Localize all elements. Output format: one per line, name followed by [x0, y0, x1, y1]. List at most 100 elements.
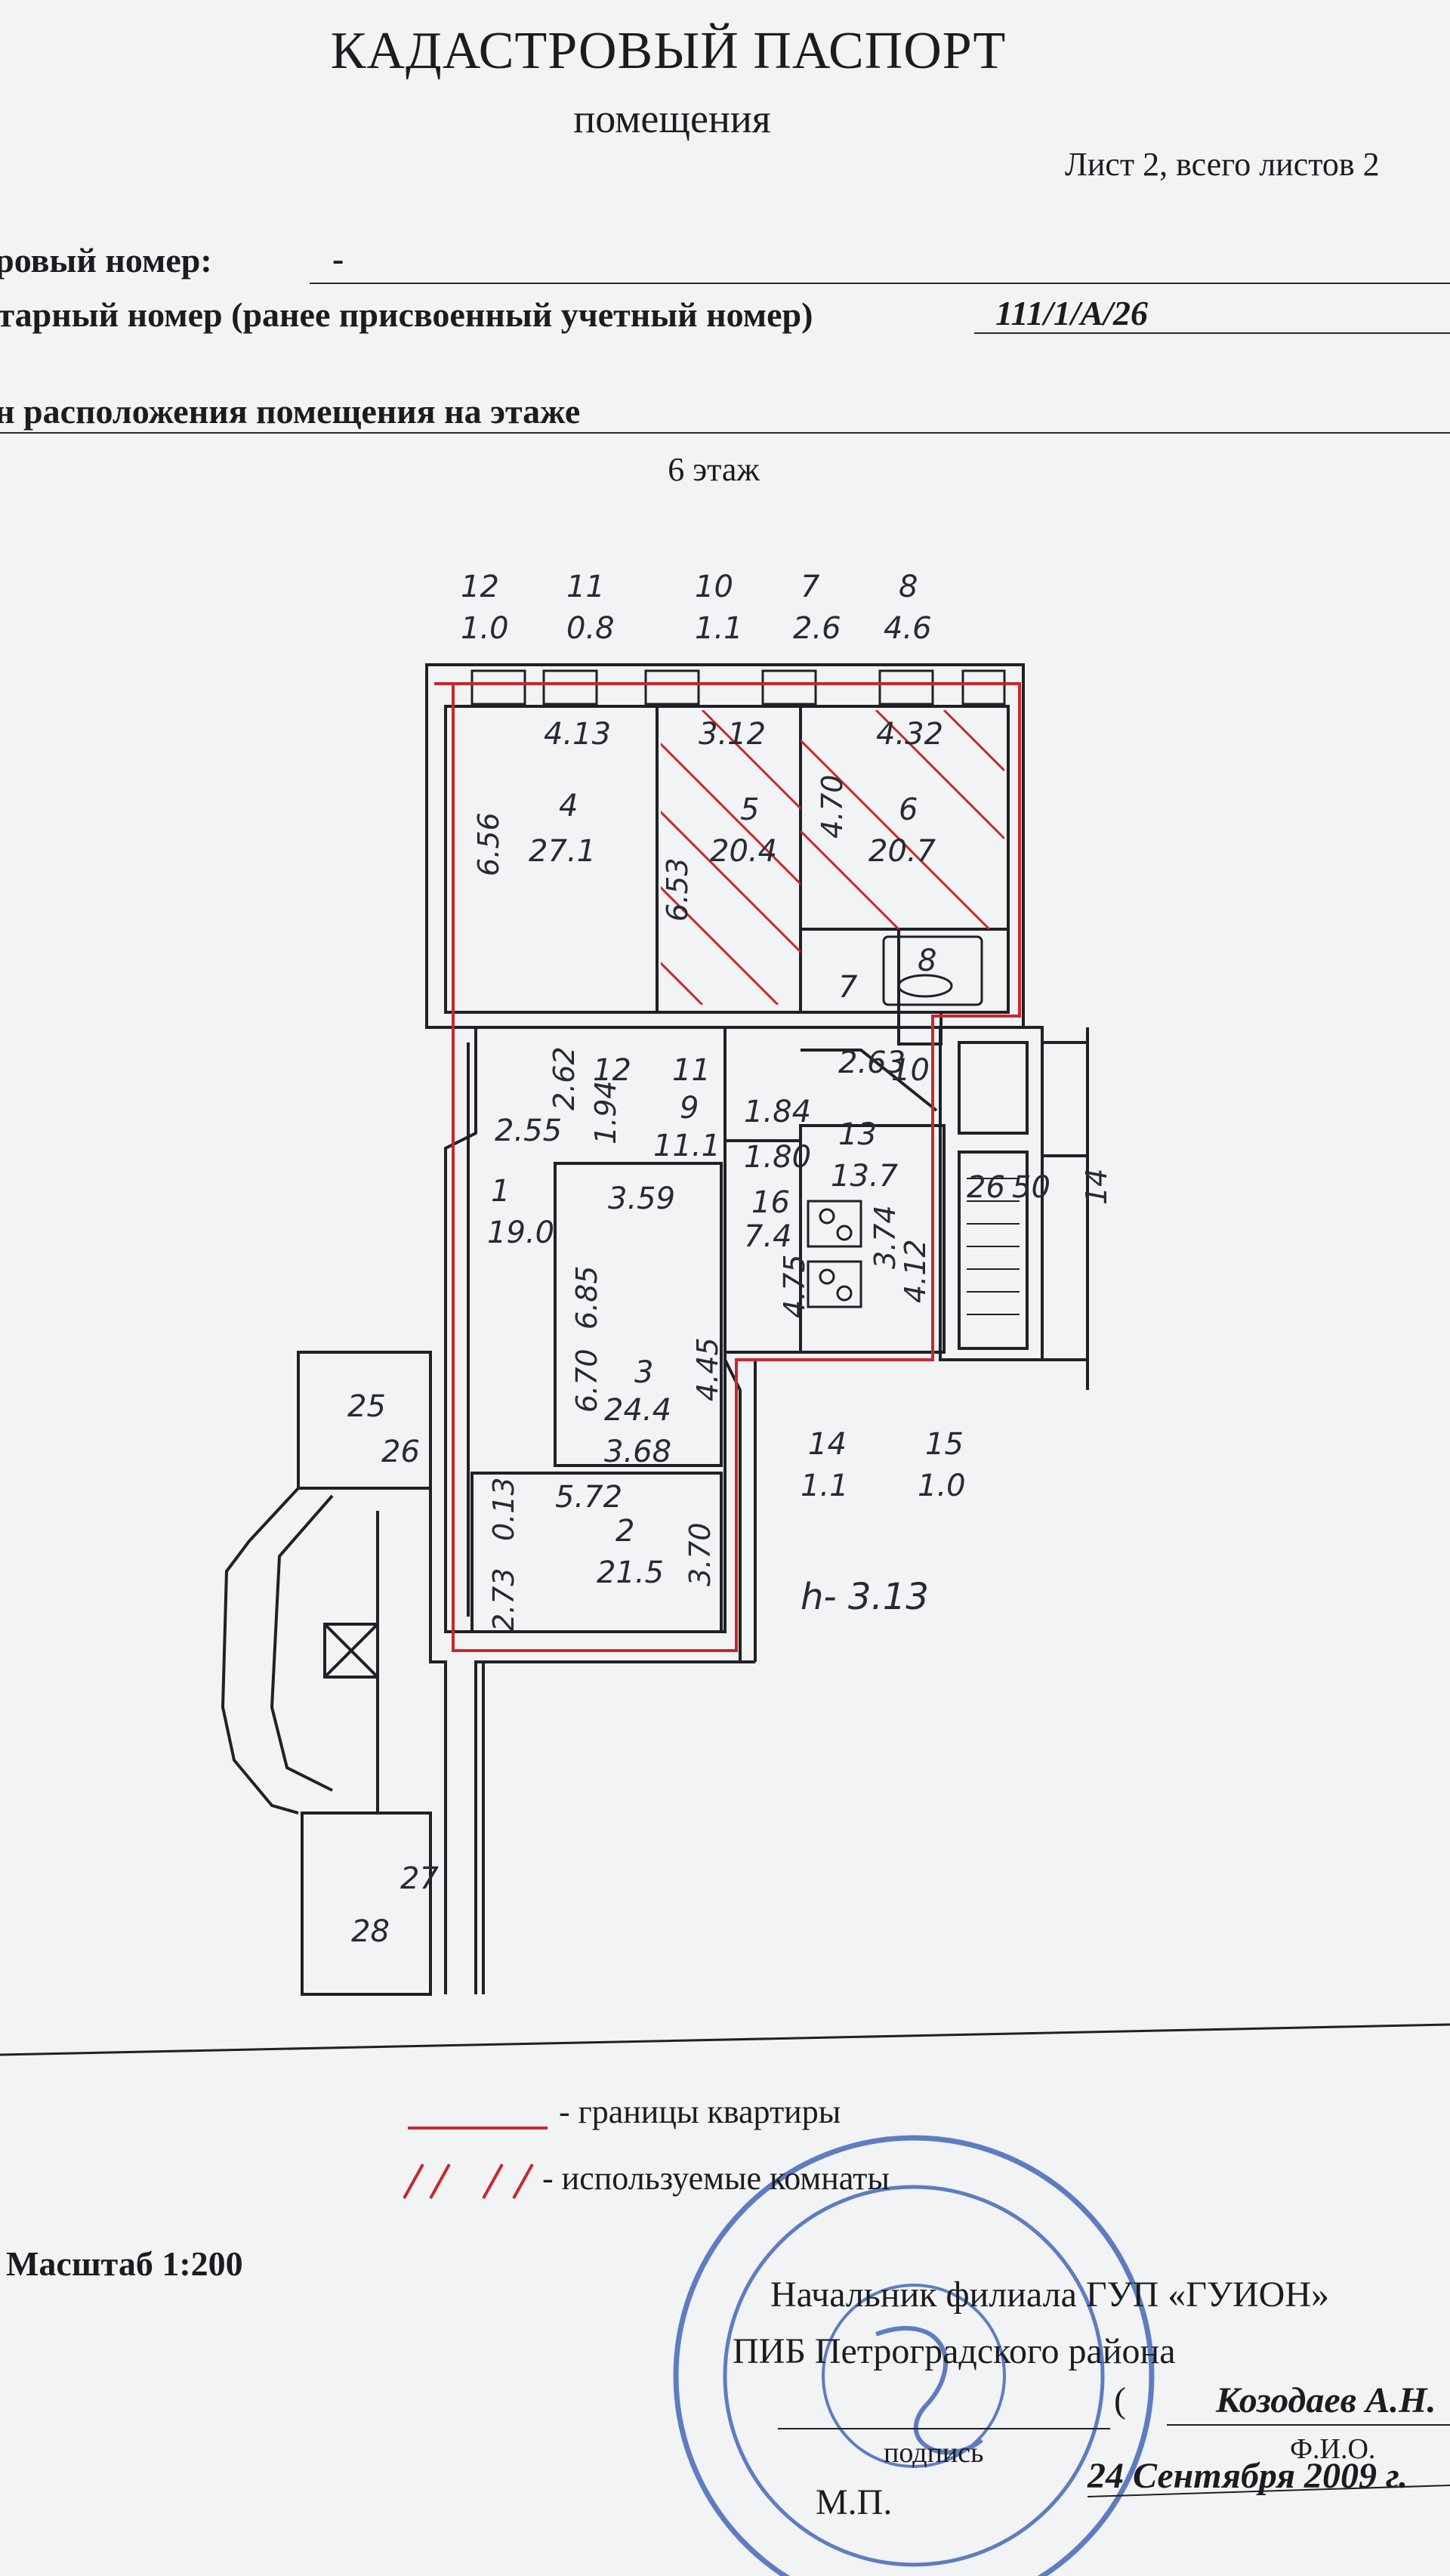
top-label-area: 0.8 [566, 611, 615, 646]
top-label-num: 7 [801, 570, 820, 604]
room-area: 20.7 [868, 834, 936, 869]
dimension: 1.84 [744, 1095, 811, 1129]
room-label: 12 [593, 1053, 631, 1088]
corridor-area: 1.0 [918, 1469, 966, 1503]
dimension: 4.70 [816, 774, 849, 839]
room-number: 16 [751, 1185, 790, 1220]
dimension: 4.12 [899, 1239, 932, 1303]
dimension: 1.80 [744, 1140, 811, 1175]
dimension: 3.59 [608, 1181, 675, 1216]
room-area: 24.4 [604, 1393, 671, 1428]
room-label: 26 [381, 1435, 420, 1469]
top-label-area: 2.6 [793, 611, 841, 646]
room-number: 3 [634, 1355, 653, 1390]
sheet-info: Лист 2, всего листов 2 [1065, 146, 1380, 183]
legend-used-rooms-text: - используемые комнаты [542, 2160, 890, 2197]
official-stamp [673, 2135, 1155, 2576]
document-subtitle: помещения [573, 96, 771, 141]
scale-label: Масштаб 1:200 [6, 2244, 243, 2283]
top-label-num: 8 [899, 570, 918, 604]
room-number: 13 [838, 1117, 877, 1152]
dimension: 2.63 [838, 1046, 905, 1080]
dimension: 6.85 [570, 1265, 603, 1330]
cadastral-underline [310, 283, 1450, 284]
room-number: 2 [615, 1514, 634, 1549]
room-label: 10 [891, 1053, 930, 1088]
legend-boundary-text: - границы квартиры [559, 2093, 841, 2130]
room-area: 11.1 [653, 1129, 720, 1163]
corridor-number: 15 [925, 1427, 964, 1462]
cadastral-number-label: тровый номер: [0, 241, 212, 280]
top-label-area: 4.6 [884, 611, 932, 646]
legend-hatch-symbol [403, 2164, 534, 2199]
room-area: 27.1 [529, 834, 596, 869]
dimension: 2.55 [495, 1113, 562, 1148]
room-area: 21.5 [597, 1555, 664, 1590]
signatory-position-line1: Начальник филиала ГУП «ГУИОН» [770, 2275, 1329, 2315]
dimension: 3.70 [683, 1522, 717, 1586]
bracket: ( [1114, 2380, 1126, 2420]
dimension: 6.53 [661, 857, 694, 922]
stamp-caption: М.П. [816, 2482, 893, 2522]
inventory-number-value: 111/1/А/26 [995, 294, 1148, 332]
left-stair-tower [221, 1351, 432, 1996]
room-area: 19.0 [487, 1215, 554, 1250]
room-label: 11 [672, 1053, 711, 1088]
dimension: 4.75 [778, 1254, 811, 1318]
inventory-underline [974, 332, 1450, 334]
top-label-num: 11 [566, 570, 605, 604]
room-label: 8 [918, 944, 936, 978]
fixtures [807, 935, 983, 1308]
signatory-position-line2: ПИБ Петроградского района [733, 2331, 1176, 2371]
room-label: 28 [351, 1914, 390, 1949]
dimension: 6.56 [472, 812, 505, 876]
top-windows [470, 669, 1006, 706]
building-walls [425, 663, 1089, 1994]
dimension: 2.62 [548, 1046, 581, 1110]
dimension: 3.68 [604, 1435, 671, 1469]
name-caption: Ф.И.О. [1290, 2433, 1376, 2465]
signature-caption: подпись [884, 2437, 984, 2469]
signatory-name: Козодаев А.Н. [1216, 2380, 1436, 2420]
dimension: 2.73 [487, 1568, 520, 1632]
room-number: 9 [680, 1091, 699, 1126]
used-rooms-hatching [661, 710, 1004, 1005]
top-label-num: 10 [695, 570, 733, 604]
apartment-boundary-line [434, 682, 1021, 1652]
dimension: 3.74 [868, 1205, 902, 1269]
room-area: 7.4 [744, 1219, 792, 1254]
dimension: 6.70 [570, 1348, 603, 1413]
room-number: 6 [899, 792, 918, 827]
inventory-number-label: нтарный номер (ранее присвоенный учетный… [0, 295, 813, 334]
corridor-area: 1.1 [801, 1469, 849, 1503]
dimension: 3.12 [699, 717, 766, 752]
dimension: 0.13 [487, 1477, 520, 1541]
plan-underline [0, 432, 1450, 434]
floor-label: 6 этаж [668, 451, 760, 488]
dimension: 5.72 [555, 1480, 622, 1515]
ceiling-height-note: h- 3.13 [801, 1576, 929, 1618]
top-label-area: 1.1 [695, 611, 743, 646]
dimension: 4.45 [691, 1337, 724, 1401]
room-label: 26 [967, 1170, 1005, 1205]
room-area: 13.7 [831, 1159, 899, 1194]
room-number: 4 [559, 789, 578, 823]
dimension: 1.94 [589, 1080, 622, 1144]
room-label: 7 [838, 970, 858, 1005]
plan-section-label: ан расположения помещения на этаже [0, 392, 581, 431]
document-title: КАДАСТРОВЫЙ ПАСПОРТ [330, 22, 1007, 80]
room-number: 1 [491, 1174, 510, 1209]
room-area: 20.4 [710, 834, 777, 869]
top-label-area: 1.0 [461, 611, 509, 646]
room-label: 14 [1080, 1169, 1113, 1205]
room-label: 27 [400, 1861, 439, 1896]
room-label: 50 [1012, 1170, 1050, 1205]
corridor-number: 14 [808, 1427, 847, 1462]
room-label: 25 [347, 1389, 386, 1424]
room-number: 5 [740, 792, 759, 827]
stairwell [967, 1178, 1020, 1315]
top-label-num: 12 [461, 570, 499, 604]
dimension: 4.13 [544, 717, 611, 752]
